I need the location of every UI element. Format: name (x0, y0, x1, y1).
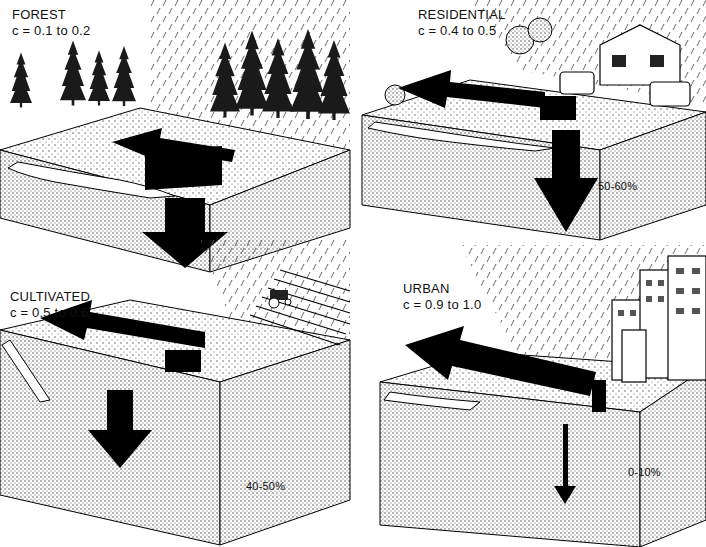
soil-face (220, 340, 350, 545)
urban-panel (380, 245, 706, 547)
soil-face (362, 115, 600, 240)
runoff-bar (165, 350, 201, 372)
runoff-arrow (398, 70, 545, 108)
building-windows (618, 268, 700, 316)
panel-title: FOREST (12, 8, 66, 22)
runoff-coefficient: c = 0.9 to 1.0 (403, 298, 481, 312)
residential-panel (362, 0, 706, 240)
car (560, 72, 594, 94)
furrows (250, 270, 350, 345)
infiltration-arrow (554, 424, 576, 504)
tree (112, 46, 136, 106)
runoff-coefficient: c = 0.5 to 0.6 (10, 306, 88, 320)
infiltration-arrow (88, 390, 152, 468)
infiltration-percent: 50-60% (598, 180, 637, 192)
tree (210, 43, 240, 118)
tree (235, 31, 269, 116)
runoff-bar (540, 96, 576, 120)
stream (384, 392, 480, 410)
window (650, 55, 664, 67)
panel-title: CULTIVATED (10, 290, 90, 304)
tractor (269, 290, 291, 308)
forest-panel (0, 0, 350, 272)
soil-face (600, 112, 706, 240)
house (600, 25, 680, 85)
infiltration-arrow (534, 130, 598, 232)
runoff-arrow (405, 326, 596, 396)
panel-title: URBAN (403, 282, 450, 296)
tree (262, 38, 294, 118)
tree-crown (528, 18, 552, 42)
runoff-bar (145, 146, 222, 190)
window (612, 55, 626, 67)
runoff-coefficient: c = 0.4 to 0.5 (418, 24, 496, 38)
cultivated-panel (0, 240, 350, 545)
tree (290, 29, 326, 119)
stream (2, 340, 50, 402)
tree (10, 53, 32, 108)
infiltration-percent: 40-50% (246, 480, 285, 492)
tree (318, 40, 350, 120)
stream (368, 122, 555, 151)
soil-face (0, 330, 220, 545)
tree (60, 41, 86, 106)
runoff-coefficient: c = 0.1 to 0.2 (12, 24, 90, 38)
panel-title: RESIDENTIAL (418, 8, 505, 22)
infiltration-percent: 0-10% (628, 466, 661, 478)
car (650, 82, 690, 106)
tree (88, 51, 110, 106)
soil-face (640, 368, 706, 547)
buildings (612, 256, 706, 382)
runoff-bar (592, 380, 606, 412)
